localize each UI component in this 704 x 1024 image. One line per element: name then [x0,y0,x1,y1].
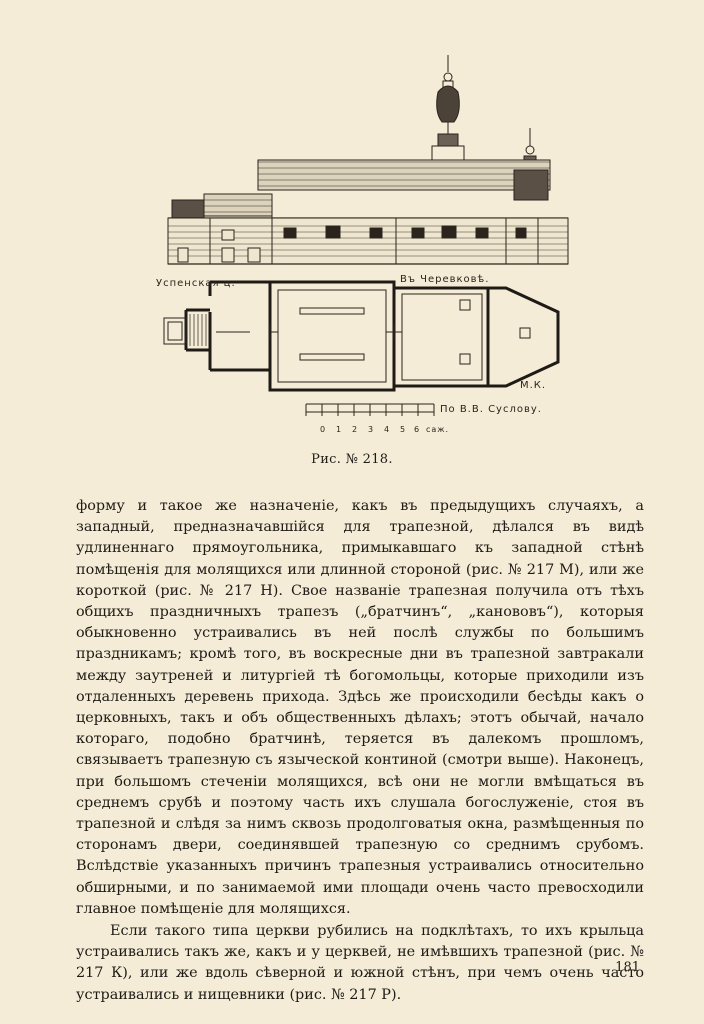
scale-number-2: 2 [352,425,358,434]
figure-218: Успенская ц. Въ Черевковѣ. М.К. По В.В. … [150,50,570,440]
scale-number-4: 4 [384,425,390,434]
label-initials: М.К. [520,380,546,391]
scale-number-6: 6 [414,425,420,434]
scale-unit: саж. [426,425,449,434]
paragraph-2: Если такого типа церкви рубились на подк… [76,923,644,1003]
page-number: 181 [615,960,640,975]
figure-caption: Рис. № 218. [311,452,393,467]
scale-number-1: 1 [336,425,342,434]
scale-number-0: 0 [320,425,326,434]
paragraph-1: форму и такое же назначеніе, какъ въ пре… [76,498,644,917]
label-author: По В.В. Суслову. [440,404,542,415]
label-cherevkov: Въ Черевковѣ. [400,274,489,285]
body-text: форму и такое же назначеніе, какъ въ пре… [76,496,644,1006]
scale-number-5: 5 [400,425,406,434]
label-uspenskaya: Успенская ц. [156,278,236,289]
scale-number-3: 3 [368,425,374,434]
church-drawing: Успенская ц. Въ Черевковѣ. М.К. По В.В. … [156,55,569,434]
